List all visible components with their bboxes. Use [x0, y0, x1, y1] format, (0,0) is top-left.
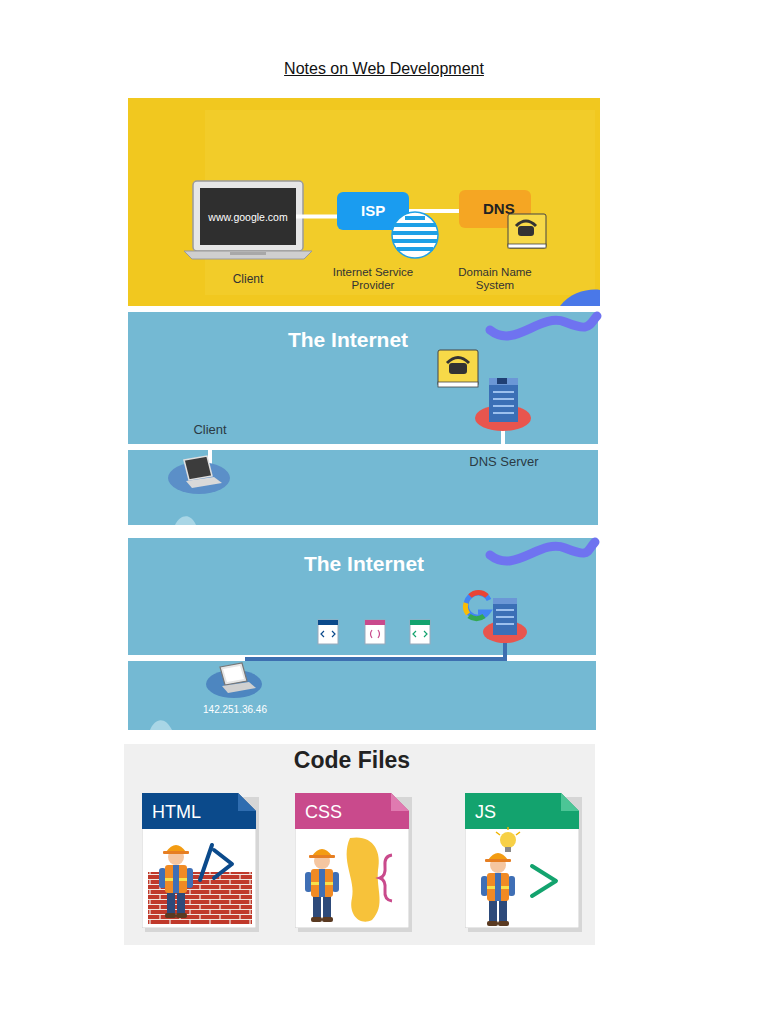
svg-rect: [365, 620, 385, 625]
svg-path: [184, 251, 312, 259]
svg-path: [469, 616, 484, 619]
isp-box: ISPInternet Service Provider: [337, 192, 409, 230]
svg-path: [560, 290, 600, 306]
svg-rect: [493, 598, 517, 604]
card-body: [142, 793, 256, 928]
file-type: HTML: [152, 802, 232, 823]
dns-box: DNSDomain Name System: [459, 190, 531, 228]
card-header: [142, 793, 256, 829]
svg-path: [321, 631, 335, 637]
code-files-panel: [124, 744, 595, 945]
code-files-panel: Code FilesHTML CSS JS: [124, 744, 595, 945]
svg-path: [186, 477, 222, 488]
svg-path: [175, 516, 196, 525]
client-laptop: www.google.comClient: [200, 188, 296, 245]
svg-rect: [128, 312, 598, 525]
js-file-card: JS: [465, 793, 579, 928]
card-fold: [561, 793, 579, 811]
svg-rect: [230, 252, 266, 255]
svg-path: [490, 542, 595, 561]
svg-rect: [365, 620, 385, 644]
card-body: [465, 793, 579, 928]
internet-panel: The Internet: [128, 312, 598, 525]
svg-path: [466, 593, 489, 617]
card-fold: [238, 793, 256, 811]
svg-path: [223, 666, 244, 682]
svg-path: [150, 720, 172, 730]
node-label: Domain Name System: [445, 266, 545, 292]
svg-rect: [508, 244, 546, 248]
card-body: [295, 793, 409, 928]
svg-rect: [193, 181, 303, 251]
svg-rect: [128, 98, 600, 306]
card-fold: [391, 793, 409, 811]
page-title: Notes on Web Development: [0, 60, 768, 78]
server-label: DNS Server: [458, 455, 550, 470]
connector-line: [409, 209, 459, 213]
panel-title: Code Files: [252, 747, 452, 773]
svg-path: [496, 610, 514, 624]
panel-title: The Internet: [264, 552, 464, 576]
file-type: JS: [475, 802, 555, 823]
svg-rect: [124, 744, 595, 945]
svg-rect: [493, 598, 517, 635]
file-icons: [318, 620, 430, 644]
box-label: ISP: [361, 202, 385, 219]
url-text: www.google.com: [200, 210, 296, 222]
svg-path: [490, 316, 597, 336]
svg-rect: [438, 350, 478, 386]
svg-rect: [318, 620, 338, 644]
svg-rect: [318, 620, 338, 625]
ip-address: 142.251.36.46: [190, 704, 280, 716]
svg-rect: [449, 363, 467, 374]
internet-panel-google: [128, 538, 596, 730]
phone-book: [438, 350, 478, 387]
yellow-panel: [128, 98, 600, 306]
panel-title: The Internet: [248, 328, 448, 352]
svg-path: [371, 630, 380, 638]
card-header: [465, 793, 579, 829]
svg-rect: [410, 620, 430, 644]
svg-path: [184, 456, 212, 480]
svg-rect: [438, 382, 478, 387]
svg-path: [413, 631, 427, 637]
connector-line: [296, 215, 337, 219]
svg-path: [447, 358, 469, 364]
internet-panel: The Internet: [128, 538, 596, 730]
client-label: Client: [170, 423, 250, 438]
internet-panel-dns: [128, 312, 598, 525]
box-label: DNS: [483, 200, 515, 217]
css-file-card: CSS: [295, 793, 409, 928]
svg-path: [220, 663, 247, 685]
svg-path: [222, 682, 256, 693]
svg-path: [470, 592, 487, 596]
svg-rect: [489, 378, 518, 385]
node-label: Client: [198, 273, 298, 287]
svg-rect: [489, 378, 518, 422]
file-type: CSS: [305, 802, 385, 823]
svg-rect: [128, 444, 598, 450]
svg-rect: [497, 378, 507, 384]
svg-path: [465, 603, 468, 614]
card-header: [295, 793, 409, 829]
svg-rect: [410, 620, 430, 625]
svg-path: [493, 392, 514, 413]
html-file-card: HTML: [142, 793, 256, 928]
svg-rect: [128, 538, 596, 730]
node-label: Internet Service Provider: [318, 266, 428, 292]
